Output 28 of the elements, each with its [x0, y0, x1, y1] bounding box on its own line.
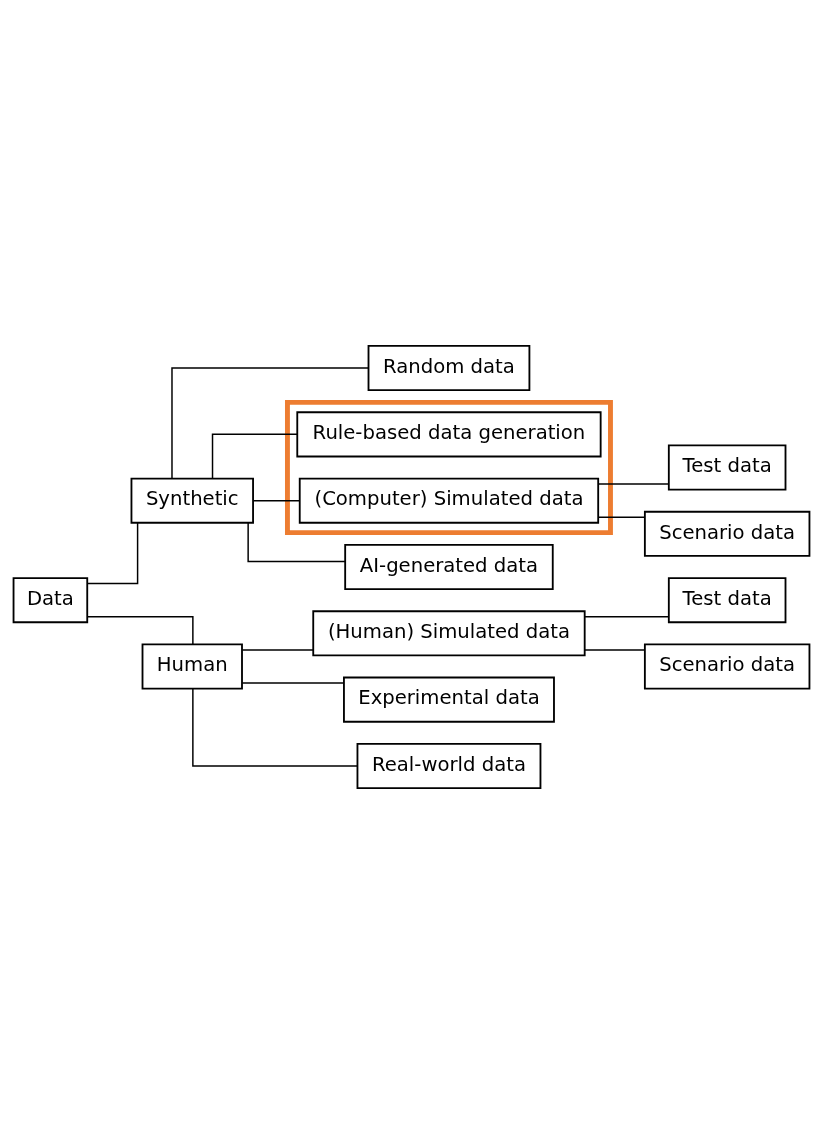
connector — [86, 522, 139, 585]
connector — [584, 649, 646, 651]
node-box: (Human) Simulated data — [312, 610, 586, 657]
node-box: Scenario data — [643, 643, 811, 690]
connector — [584, 616, 670, 618]
node-box: Test data — [667, 577, 787, 624]
node-box: Experimental data — [343, 676, 555, 723]
node-box: Synthetic — [130, 477, 254, 524]
connector — [241, 649, 314, 651]
node-box: Human — [141, 643, 243, 690]
connector — [86, 616, 194, 645]
node-box: Rule-based data generation — [296, 411, 602, 458]
connector — [241, 682, 345, 684]
node-box: (Computer) Simulated data — [298, 477, 600, 524]
connector — [211, 433, 298, 479]
node-box: Scenario data — [643, 510, 811, 557]
connector — [597, 516, 646, 518]
node-box: Random data — [367, 345, 531, 392]
connector — [597, 483, 670, 485]
connector — [247, 522, 346, 563]
node-box: Test data — [667, 444, 787, 491]
connector — [171, 367, 370, 479]
connector — [252, 499, 301, 502]
node-box: AI-generated data — [344, 543, 554, 591]
connector — [192, 688, 358, 767]
cluster — [285, 399, 613, 536]
node-box: Real-world data — [356, 742, 542, 789]
node-box: Data — [12, 577, 89, 624]
